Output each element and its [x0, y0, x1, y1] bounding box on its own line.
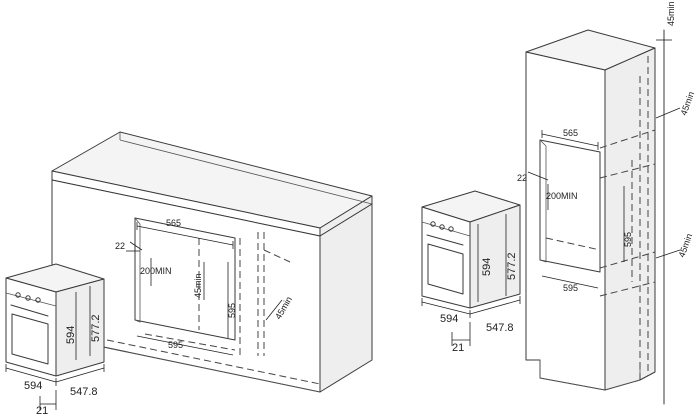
- left-oven-height-label: 594: [65, 326, 77, 344]
- right-dimensions: [527, 39, 681, 289]
- right-top-vent-label: 45min: [666, 1, 676, 26]
- left-gap-label: 22: [115, 241, 125, 251]
- oven-window: [11, 313, 49, 365]
- right-cutout-width-label: 565: [563, 128, 578, 138]
- right-oven-body-height-label: 577.2: [506, 252, 518, 280]
- tall-housing: [525, 29, 665, 405]
- oven-window: [427, 243, 464, 295]
- left-cutout-width-label: 565: [166, 218, 181, 228]
- right-door-thickness-label: 21: [452, 342, 464, 354]
- right-oven-height-label: 594: [481, 258, 493, 276]
- left-oven-depth-label: 547.8: [70, 386, 98, 398]
- right-oven-labels: 594 547.8 594 577.2 21: [440, 252, 518, 354]
- right-oven-dimensions: [421, 214, 521, 346]
- door-handle: [10, 304, 49, 317]
- knob-icon: [25, 295, 31, 301]
- left-min-height-label: 200MIN: [140, 266, 172, 276]
- housing-opening: [539, 139, 601, 273]
- right-oven: [421, 190, 521, 309]
- left-oven-labels: 594 547.8 594 577.2 21: [24, 314, 102, 417]
- base-cabinet: [51, 131, 373, 393]
- knob-icon: [15, 292, 21, 298]
- right-oven-width-label: 594: [440, 313, 458, 325]
- right-cutout-height-label: 595: [623, 232, 633, 247]
- left-vent-label: 45min: [193, 273, 203, 298]
- right-cutout-bottom-label: 595: [563, 283, 578, 293]
- left-oven-dimensions: [5, 286, 105, 410]
- right-min-height-label: 200MIN: [546, 191, 578, 201]
- right-side-vent-top-label: 45min: [678, 90, 696, 116]
- knob-icon: [439, 224, 445, 230]
- right-side-vent-bottom-label: 45min: [676, 232, 694, 258]
- right-oven-depth-label: 547.8: [486, 322, 514, 334]
- left-oven: [5, 263, 105, 377]
- left-oven-body-height-label: 577.2: [90, 314, 102, 342]
- left-cutout-bottom-label: 595: [168, 340, 183, 350]
- left-oven-width-label: 594: [24, 380, 42, 392]
- knob-icon: [35, 297, 41, 303]
- right-gap-label: 22: [517, 173, 527, 183]
- left-door-thickness-label: 21: [36, 405, 48, 417]
- door-handle: [426, 234, 464, 246]
- left-dimensions: [126, 222, 283, 356]
- knob-icon: [430, 221, 436, 227]
- left-cutout-height-label: 595: [227, 303, 237, 318]
- knob-icon: [448, 226, 454, 232]
